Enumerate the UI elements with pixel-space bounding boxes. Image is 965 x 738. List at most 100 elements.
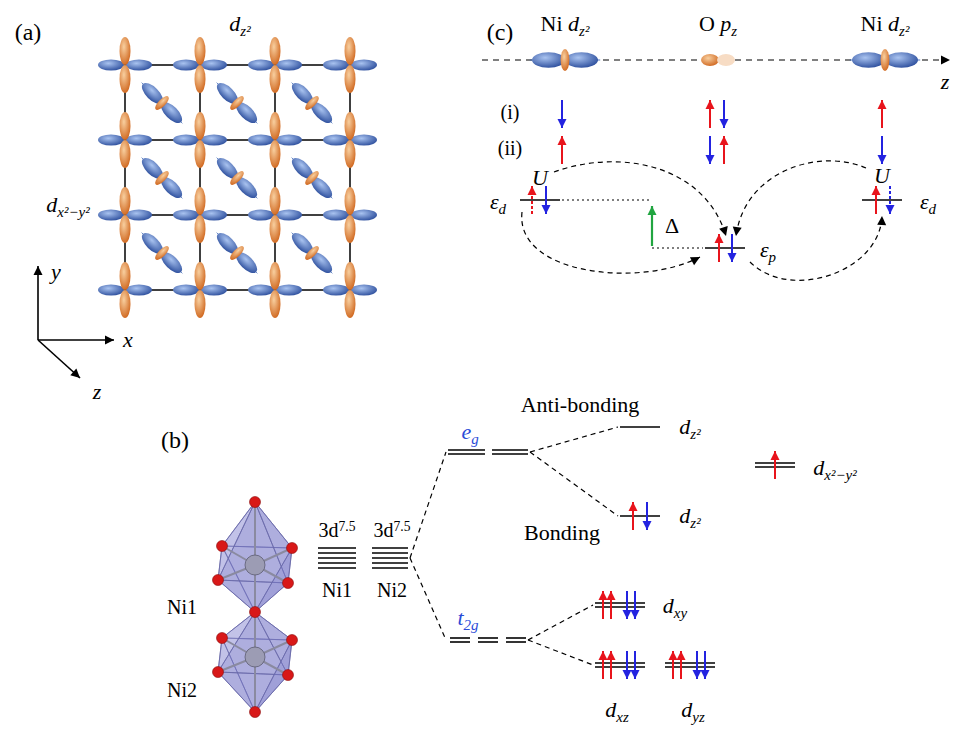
orbital-label: dyz <box>681 699 704 721</box>
dx2y2-orbital <box>323 187 377 243</box>
orbital-label: dxz <box>605 699 628 721</box>
text-part: x <box>123 327 133 352</box>
level-label: t2g <box>457 607 478 629</box>
row-label: (ii) <box>498 138 522 158</box>
energy-level <box>318 562 356 564</box>
orbital-label: Ni dz² <box>861 13 910 35</box>
orbital-lobe <box>323 60 349 71</box>
hopping-head <box>733 226 742 236</box>
config-label: 3d7.5 <box>319 520 356 540</box>
text-part: yz <box>692 709 704 725</box>
axis-arrow-head <box>70 369 80 378</box>
hopping-curve <box>736 161 866 236</box>
spin-up-arrow-head <box>720 136 729 145</box>
orbital-lobe <box>98 60 124 71</box>
text-part: (i) <box>501 101 520 123</box>
energy-level <box>318 567 356 569</box>
energy-level <box>448 449 485 451</box>
spin-down-arrow-head <box>886 205 895 214</box>
text-part: z <box>731 23 737 39</box>
site-label: Ni2 <box>167 680 197 700</box>
orbital-lobe <box>120 37 131 65</box>
orbital-ring <box>228 169 246 187</box>
orbital-lobe <box>195 65 206 93</box>
orbital-lobe <box>195 140 206 168</box>
text-part: (ii) <box>498 137 522 159</box>
orbital-label: dxy <box>663 595 687 617</box>
axis-head <box>941 56 950 65</box>
text-part: e <box>461 419 471 444</box>
energy-level <box>478 641 498 643</box>
site-label: Ni1 <box>167 597 197 617</box>
orbital-lobe <box>120 290 131 318</box>
spin-up-arrow-head <box>715 234 724 243</box>
orbital-lobe <box>701 54 719 66</box>
orbital-lobe <box>276 210 302 221</box>
level-panel <box>213 427 796 718</box>
panel-label: (a) <box>15 20 42 44</box>
dz2-orbital <box>285 151 338 204</box>
orbital-lobe <box>323 285 349 296</box>
dx2y2-orbital <box>173 112 227 168</box>
orbital-lobe <box>248 135 274 146</box>
text-part: y <box>51 259 61 284</box>
text-part: z² <box>690 515 700 531</box>
dx2y2-orbital <box>98 187 152 243</box>
split-guide <box>530 427 618 452</box>
orbital-ring <box>153 244 171 262</box>
text-part: Ni1 <box>322 579 352 601</box>
dz2-orbital <box>285 226 338 279</box>
text-part: Ni1 <box>167 596 197 618</box>
orbital-lobe <box>126 135 152 146</box>
text-part: Ni <box>861 11 889 36</box>
pz-orbital <box>701 54 735 66</box>
text-part: d <box>46 192 57 217</box>
energy-level <box>372 567 408 569</box>
text-part: d <box>663 593 674 618</box>
spin-down-arrow-head <box>728 253 737 262</box>
orbital-lobe <box>98 210 124 221</box>
text-part: d <box>229 11 240 36</box>
energy-level <box>478 637 498 639</box>
energy-level <box>372 547 408 549</box>
orbital-ring <box>303 244 321 262</box>
orbital-lobe <box>351 135 377 146</box>
energy-level <box>372 562 408 564</box>
text-part: ε <box>920 189 929 214</box>
text-part: x²−y² <box>824 467 856 483</box>
orbital-lobe <box>173 135 199 146</box>
spin-down-arrow-head <box>878 155 887 164</box>
dx2y2-orbital <box>248 187 302 243</box>
orbital-lobe <box>195 37 206 65</box>
text-part: d <box>679 503 690 528</box>
spin-down-arrow-head <box>623 670 632 679</box>
text-part: Ni2 <box>167 679 197 701</box>
orbital-lobe <box>201 135 227 146</box>
axis-arrow <box>38 340 80 378</box>
energy-symbol: Δ <box>665 215 679 237</box>
spin-up-arrow-head <box>771 451 780 460</box>
hopping-curve <box>750 216 882 280</box>
axis-arrow <box>37 266 39 340</box>
spin-up-arrow-head <box>677 651 686 660</box>
split-guide <box>530 452 618 516</box>
text-part: ε <box>490 189 499 214</box>
orbital-lobe <box>276 135 302 146</box>
oxygen-atom <box>250 497 261 508</box>
axis-arrow <box>38 339 114 341</box>
oxygen-atom <box>213 667 224 678</box>
dz2-orbital <box>135 226 188 279</box>
text-part: t <box>457 605 463 630</box>
text-part: (b) <box>161 427 189 453</box>
orbital-label: Ni dz² <box>541 13 590 35</box>
panel-label: (b) <box>161 428 189 452</box>
spin-down-arrow-head <box>693 670 702 679</box>
dx2y2-orbital <box>98 37 152 93</box>
split-guide <box>528 605 593 640</box>
text-part: z² <box>899 23 909 39</box>
oxygen-atom <box>217 541 228 552</box>
orbital-label: O pz <box>699 13 737 35</box>
orbital-lobe <box>98 285 124 296</box>
orbital-lobe <box>126 285 152 296</box>
